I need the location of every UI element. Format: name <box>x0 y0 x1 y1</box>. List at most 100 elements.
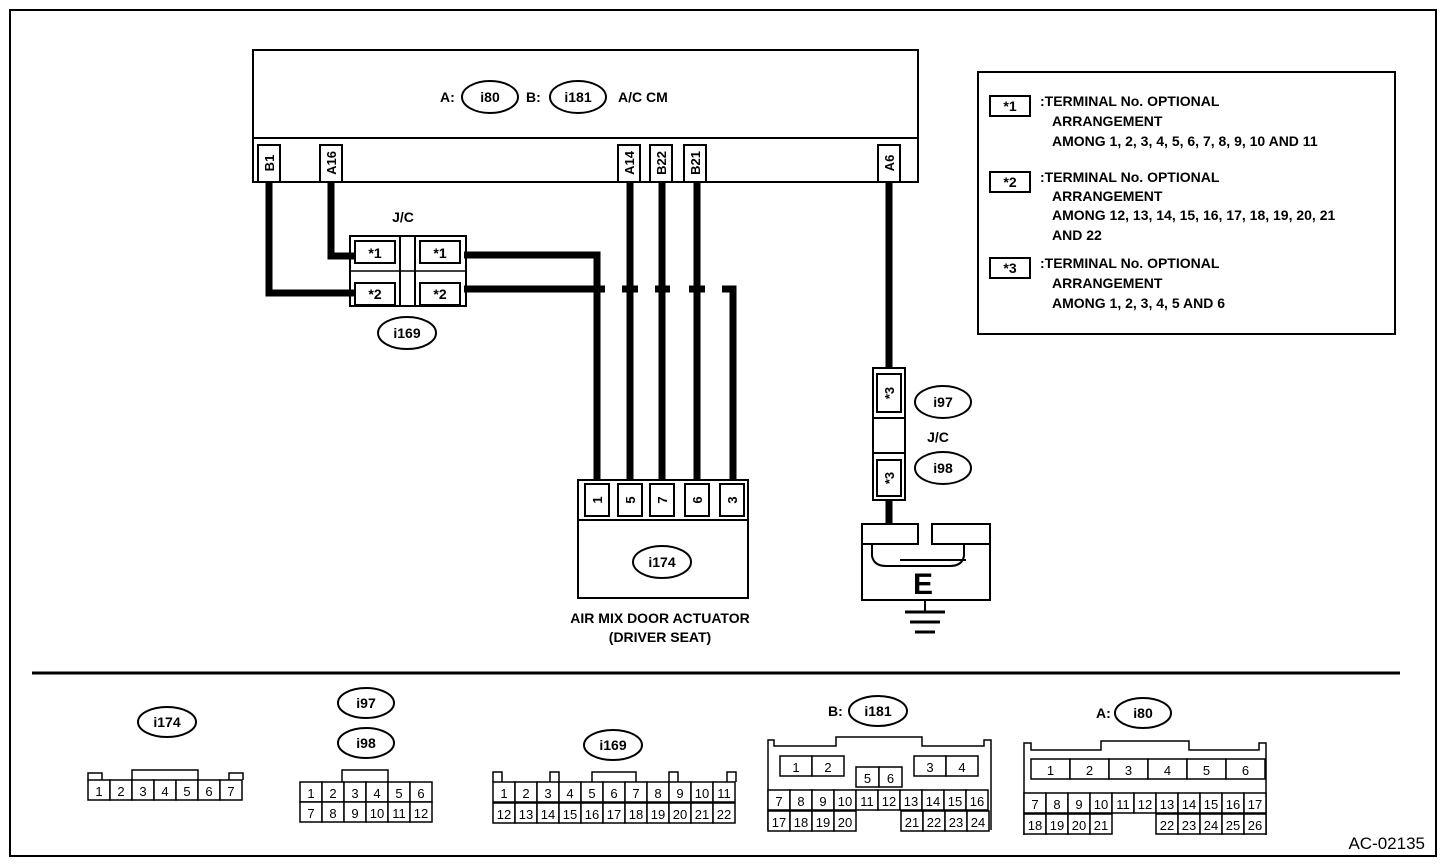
pin-label-b22: B22 <box>654 151 669 175</box>
legend-2-line1: :TERMINAL No. OPTIONAL <box>1040 169 1220 185</box>
legend-1-line3: AMONG 1, 2, 3, 4, 5, 6, 7, 8, 9, 10 AND … <box>1052 133 1318 149</box>
i169-terminal-number: 22 <box>717 807 731 822</box>
actuator-pin-3: 3 <box>725 496 740 503</box>
i80-terminal-number: 4 <box>1164 763 1171 778</box>
i174-terminal-number: 3 <box>139 784 146 799</box>
i80-terminal-number: 13 <box>1160 797 1174 812</box>
i169-terminal-number: 14 <box>541 807 555 822</box>
i169-terminal-number: 16 <box>585 807 599 822</box>
jc-side-label: J/C <box>927 429 949 445</box>
i174-terminal-number: 1 <box>95 784 102 799</box>
i80-terminal-number: 26 <box>1248 818 1262 833</box>
i181-terminal-number: 10 <box>838 794 852 809</box>
legend-1-line1: :TERMINAL No. OPTIONAL <box>1040 93 1220 109</box>
wire-a16 <box>327 182 355 260</box>
legend-3-line2: ARRANGEMENT <box>1052 275 1163 291</box>
i174-terminal-number: 5 <box>183 784 190 799</box>
legend-2-line3: AMONG 12, 13, 14, 15, 16, 17, 18, 19, 20… <box>1052 207 1336 223</box>
i169-terminal-cell <box>712 802 736 824</box>
ground-label: E <box>913 568 933 601</box>
i181-terminal-number: 15 <box>948 794 962 809</box>
legend-2-line4: AND 22 <box>1052 227 1102 243</box>
i181-terminal-number: 12 <box>882 794 896 809</box>
i181-terminal-number: 8 <box>797 794 804 809</box>
i181-terminal-number: 16 <box>970 794 984 809</box>
jc-side-i97-label: i97 <box>933 394 953 410</box>
i169-terminal-number: 9 <box>676 786 683 801</box>
jc-top-connector-label: i169 <box>393 325 420 341</box>
ground-point-e <box>861 523 991 634</box>
module-conn-b-prefix: B: <box>526 89 541 105</box>
i174-terminal-number: 4 <box>161 784 168 799</box>
i181-terminal-number: 7 <box>775 794 782 809</box>
actuator-name-line1: AIR MIX DOOR ACTUATOR <box>570 610 749 626</box>
view-i97-label: i97 <box>356 695 376 711</box>
actuator-pin-5: 5 <box>623 496 638 503</box>
i97-terminal-number: 4 <box>373 786 380 801</box>
i181-terminal-cell <box>833 810 857 832</box>
i174-terminal-number: 2 <box>117 784 124 799</box>
i181-terminal-number: 11 <box>860 794 874 809</box>
i169-terminal-number: 7 <box>632 786 639 801</box>
jc-side-terminal-bottom: *3 <box>882 472 897 484</box>
jc-top-terminal-1a: *1 <box>368 245 381 261</box>
i181-terminal-number: 5 <box>864 771 871 786</box>
jc-side-i98-label: i98 <box>933 460 953 476</box>
i174-terminal-cell <box>219 779 243 801</box>
i181-terminal-number: 3 <box>926 760 933 775</box>
view-i80-label: i80 <box>1133 705 1153 721</box>
i97-terminal-number: 7 <box>307 806 314 821</box>
i181-terminal-cell <box>965 789 989 811</box>
air-mix-door-actuator: 1 5 7 6 3 i174 AIR MIX DOOR ACTUATOR (DR… <box>570 479 750 645</box>
i169-terminal-number: 18 <box>629 807 643 822</box>
module-conn-a-oval <box>461 80 519 114</box>
i181-terminal-number: 22 <box>927 815 941 830</box>
legend-symbol-2: *2 <box>1003 174 1016 190</box>
i181-terminal-number: 13 <box>904 794 918 809</box>
i169-terminal-number: 15 <box>563 807 577 822</box>
i80-terminal-cell <box>1089 813 1113 835</box>
i181-terminal-number: 18 <box>794 815 808 830</box>
legend-3-line3: AMONG 1, 2, 3, 4, 5 AND 6 <box>1052 295 1225 311</box>
i181-terminal-number: 24 <box>971 815 985 830</box>
i169-terminal-number: 20 <box>673 807 687 822</box>
i97-terminal-number: 8 <box>329 806 336 821</box>
actuator-name-line2: (DRIVER SEAT) <box>609 629 711 645</box>
i97-terminal-number: 6 <box>417 786 424 801</box>
i169-terminal-number: 19 <box>651 807 665 822</box>
view-i98-label: i98 <box>356 735 376 751</box>
i181-terminal-number: 6 <box>887 771 894 786</box>
i80-terminal-number: 17 <box>1248 797 1262 812</box>
i97-terminal-number: 1 <box>307 786 314 801</box>
legend-1-line2: ARRANGEMENT <box>1052 113 1163 129</box>
i80-terminal-cell <box>1225 758 1266 780</box>
wire-crossing-gaps <box>605 283 722 295</box>
i80-terminal-cell <box>1243 813 1267 835</box>
i80-terminal-number: 15 <box>1204 797 1218 812</box>
i97-terminal-number: 11 <box>392 806 406 821</box>
pin-label-b1: B1 <box>262 155 277 172</box>
i80-terminal-number: 10 <box>1094 797 1108 812</box>
i97-terminal-number: 3 <box>351 786 358 801</box>
pin-label-b21: B21 <box>688 151 703 175</box>
jc-side-i97-oval <box>914 385 972 419</box>
i80-terminal-number: 9 <box>1075 797 1082 812</box>
actuator-connector-label: i174 <box>648 554 675 570</box>
joint-connector-i169: J/C *1 *2 *1 *2 i169 <box>349 209 467 350</box>
actuator-pin-6: 6 <box>690 496 705 503</box>
actuator-pin-1: 1 <box>590 496 605 503</box>
i181-terminal-number: 14 <box>926 794 940 809</box>
legend-symbol-box-1 <box>989 95 1031 117</box>
jc-top-terminal-1b: *1 <box>433 245 446 261</box>
legend-symbol-1: *1 <box>1003 98 1016 114</box>
i169-terminal-number: 1 <box>500 786 507 801</box>
view-i174-label: i174 <box>153 714 180 730</box>
legend-2-line2: ARRANGEMENT <box>1052 188 1163 204</box>
actuator-connector-oval <box>632 545 692 579</box>
i169-terminal-number: 21 <box>695 807 709 822</box>
